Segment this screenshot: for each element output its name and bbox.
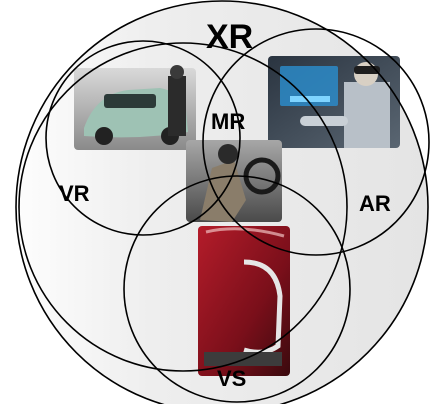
xr-label: XR — [206, 18, 254, 56]
car-in-showroom-photo — [74, 65, 196, 150]
vr-circle — [45, 40, 241, 236]
vs-label: VS — [217, 366, 247, 391]
mr-circle — [18, 42, 348, 372]
xr-circle — [15, 0, 429, 404]
ar-circle — [202, 28, 430, 256]
engineer-with-headset-photo — [268, 56, 400, 148]
mr-label: MR — [211, 109, 246, 134]
ar-label: AR — [359, 191, 391, 216]
vr-label: VR — [59, 181, 90, 206]
vs-circle — [123, 175, 351, 403]
